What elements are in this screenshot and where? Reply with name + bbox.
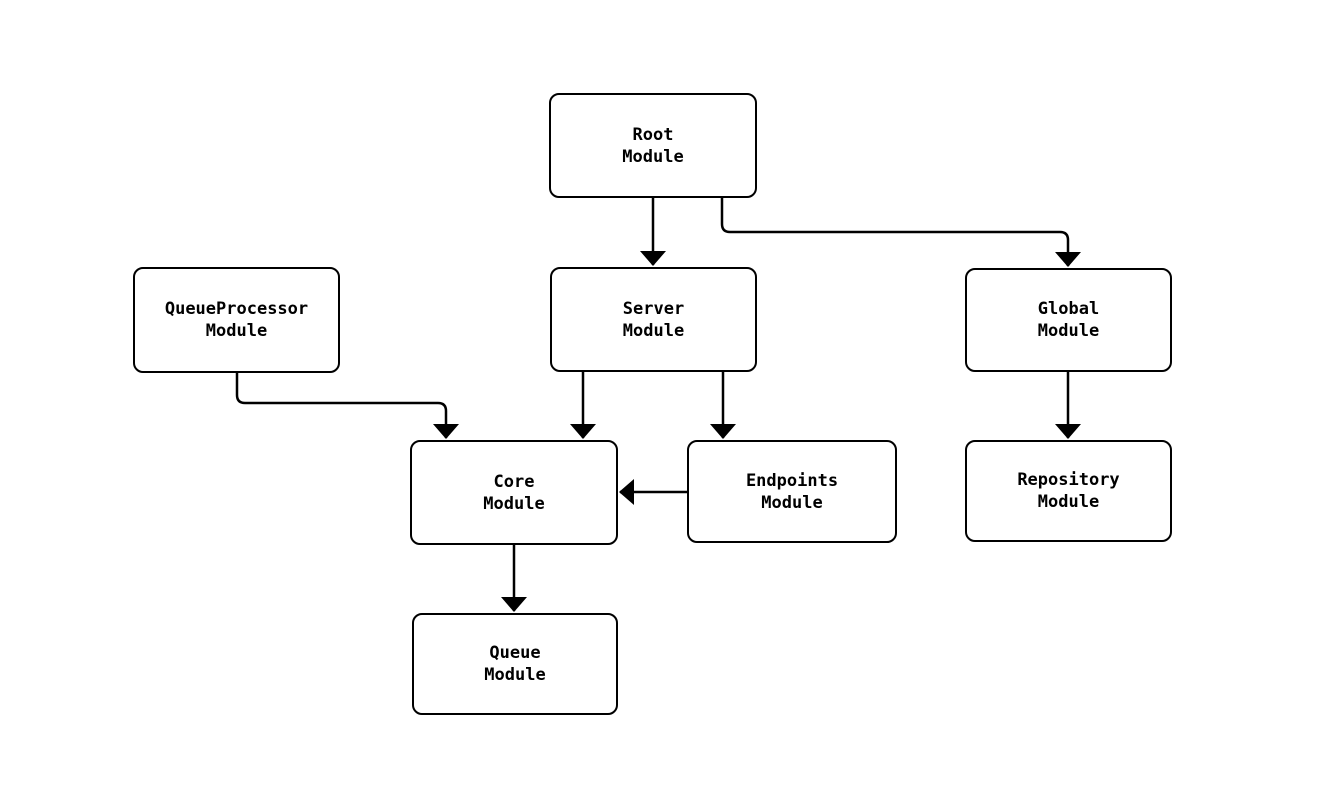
node-repository-label: Repository Module <box>1017 470 1120 512</box>
node-global-label: Global Module <box>1037 299 1100 341</box>
node-queue-label: Queue Module <box>484 643 546 685</box>
node-queueprocessor-label: QueueProcessor Module <box>164 299 309 341</box>
node-server-label: Server Module <box>622 298 685 341</box>
node-repository: Repository Module <box>965 440 1172 542</box>
node-core-label: Core Module <box>483 471 545 514</box>
edge-queueprocessor-to-core <box>235 373 459 439</box>
node-root: Root Module <box>549 93 757 198</box>
node-global: Global Module <box>965 268 1172 372</box>
node-root-label: Root Module <box>622 124 684 167</box>
node-endpoints-label: Endpoints Module <box>745 470 839 513</box>
edge-root-to-global <box>720 198 1081 267</box>
node-queueprocessor: QueueProcessor Module <box>133 267 340 373</box>
node-core: Core Module <box>410 440 618 545</box>
node-endpoints: Endpoints Module <box>687 440 897 543</box>
node-server: Server Module <box>550 267 757 372</box>
node-queue: Queue Module <box>412 613 618 715</box>
